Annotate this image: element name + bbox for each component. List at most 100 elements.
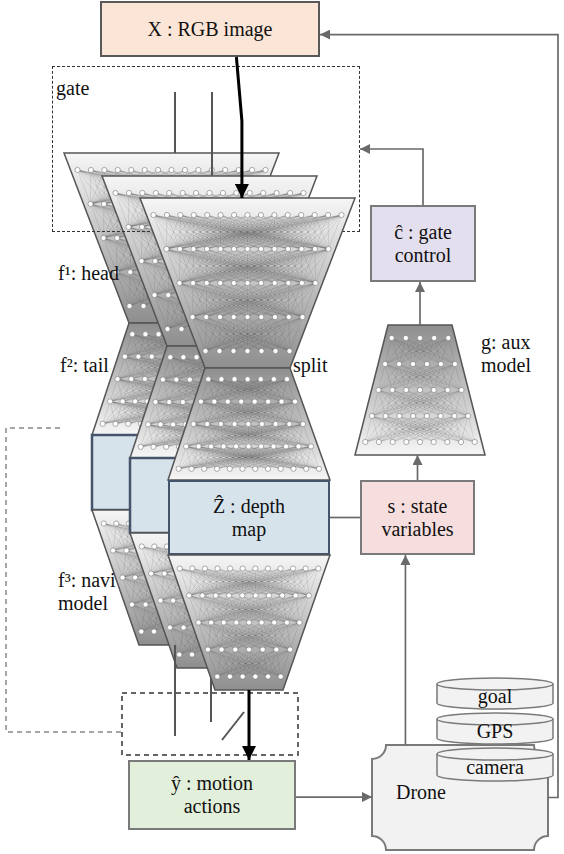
neuron-dot bbox=[143, 332, 148, 337]
neuron-dot bbox=[114, 521, 119, 526]
neuron-dot bbox=[136, 354, 141, 359]
neuron-dot bbox=[196, 620, 201, 625]
neuron-dot bbox=[279, 399, 284, 404]
neuron-dot bbox=[151, 444, 156, 449]
neuron-dot bbox=[432, 335, 437, 340]
tail-network-outline bbox=[168, 368, 330, 480]
neuron-dot bbox=[207, 190, 212, 195]
neuron-dot bbox=[120, 575, 125, 580]
neuron-dot bbox=[198, 399, 203, 404]
neuron-dot bbox=[193, 190, 198, 195]
neuron-dot bbox=[265, 466, 270, 471]
neuron-dot bbox=[404, 439, 409, 444]
neuron-dot bbox=[227, 466, 232, 471]
neuron-dot bbox=[215, 674, 220, 679]
neuron-dot bbox=[325, 212, 330, 217]
neuron-dot bbox=[291, 566, 296, 571]
node-text: ŷ : motion actions bbox=[152, 772, 272, 818]
neuron-dot bbox=[404, 387, 409, 392]
neuron-dot bbox=[363, 439, 368, 444]
neuron-dot bbox=[190, 566, 195, 571]
neuron-dot bbox=[299, 280, 304, 285]
neuron-dot bbox=[149, 354, 154, 359]
neuron-dot bbox=[101, 235, 106, 240]
neuron-dot bbox=[259, 421, 264, 426]
neuron-dot bbox=[292, 399, 297, 404]
network-weights bbox=[179, 379, 319, 469]
neuron-dot bbox=[272, 620, 277, 625]
neuron-dot bbox=[132, 399, 137, 404]
neuron-dot bbox=[312, 246, 317, 251]
neuron-dot bbox=[167, 399, 172, 404]
neuron-dot bbox=[228, 566, 233, 571]
network-body bbox=[355, 325, 485, 455]
neuron-dot bbox=[376, 439, 381, 444]
neuron-dot bbox=[265, 674, 270, 679]
neuron-dot bbox=[115, 167, 120, 172]
neuron-dot bbox=[286, 314, 291, 319]
neuron-dot bbox=[452, 413, 457, 418]
neuron-dot bbox=[280, 593, 285, 598]
network-shape bbox=[355, 325, 485, 455]
neuron-dot bbox=[181, 355, 186, 360]
neuron-dot bbox=[245, 280, 250, 285]
neuron-dot bbox=[326, 246, 331, 251]
tail-network: f²: tail bbox=[168, 368, 330, 480]
neuron-dot bbox=[266, 399, 271, 404]
neuron-dot bbox=[263, 167, 268, 172]
neuron-dot bbox=[339, 212, 344, 217]
neuron-dot bbox=[287, 421, 292, 426]
neuron-dot bbox=[120, 399, 125, 404]
neuron-dot bbox=[231, 280, 236, 285]
neuron-dot bbox=[308, 444, 313, 449]
neuron-dot bbox=[214, 466, 219, 471]
neuron-dot bbox=[306, 593, 311, 598]
neuron-dot bbox=[304, 466, 309, 471]
neuron-dot bbox=[218, 421, 223, 426]
flow-arrow bbox=[360, 149, 423, 205]
neuron-dot bbox=[167, 625, 172, 630]
neuron-dot bbox=[258, 246, 263, 251]
neuron-dot bbox=[265, 566, 270, 571]
neuron-dot bbox=[226, 593, 231, 598]
neuron-dot bbox=[246, 620, 251, 625]
neuron-dot bbox=[162, 571, 167, 576]
neuron-dot bbox=[261, 190, 266, 195]
neuron-dot bbox=[266, 593, 271, 598]
neuron-dot bbox=[160, 377, 165, 382]
neuron-dot bbox=[417, 387, 422, 392]
neuron-dot bbox=[286, 280, 291, 285]
head-network-outline bbox=[140, 198, 355, 368]
gate-wire bbox=[174, 92, 176, 153]
neuron-dot bbox=[138, 444, 143, 449]
disk-body bbox=[437, 748, 553, 781]
neuron-dot bbox=[234, 190, 239, 195]
neuron-dot bbox=[177, 280, 182, 285]
neuron-dot bbox=[303, 566, 308, 571]
neuron-dot bbox=[153, 399, 158, 404]
neuron-dot bbox=[234, 620, 239, 625]
neuron-dot bbox=[285, 212, 290, 217]
flow-arrow bbox=[248, 690, 251, 760]
neuron-dot bbox=[223, 167, 228, 172]
node-text: s : state variables bbox=[365, 495, 470, 541]
neuron-dot bbox=[187, 593, 192, 598]
neuron-dot bbox=[274, 190, 279, 195]
neuron-dot bbox=[169, 167, 174, 172]
neuron-dot bbox=[231, 246, 236, 251]
neuron-dot bbox=[204, 280, 209, 285]
neuron-dot bbox=[245, 314, 250, 319]
neuron-dot bbox=[108, 399, 113, 404]
neuron-dot bbox=[140, 190, 145, 195]
flow-arrow bbox=[320, 35, 558, 798]
network-shape bbox=[168, 555, 330, 690]
neuron-dot bbox=[369, 413, 374, 418]
navi-network-outline bbox=[168, 555, 330, 690]
neuron-dot bbox=[445, 439, 450, 444]
neuron-dot bbox=[156, 332, 161, 337]
neuron-dot bbox=[166, 292, 171, 297]
neuron-dot bbox=[221, 444, 226, 449]
neuron-dot bbox=[390, 387, 395, 392]
neuron-dot bbox=[297, 620, 302, 625]
